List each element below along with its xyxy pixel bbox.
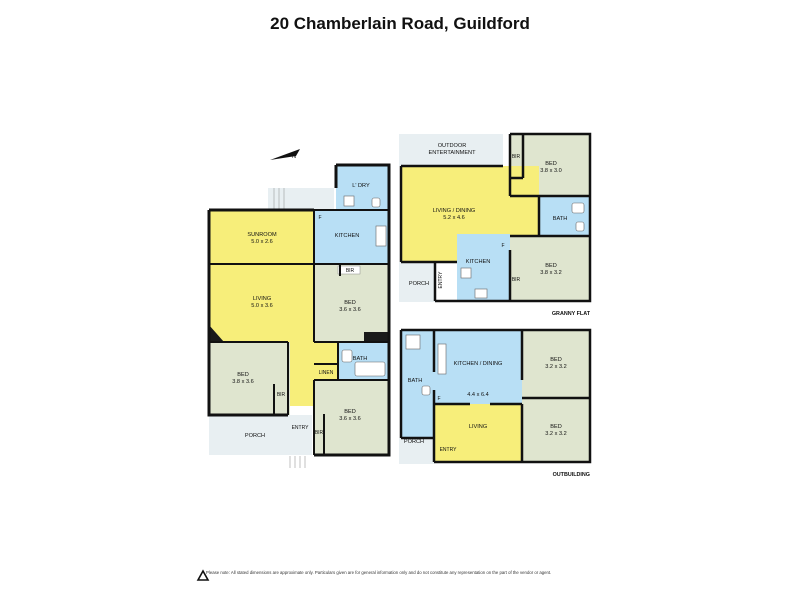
outdoor-label-line1: OUTDOOR (438, 143, 467, 149)
ob-fridge-label: F (437, 396, 440, 402)
rear-steps-icon (273, 188, 285, 210)
outdoor-entertainment (399, 134, 503, 166)
bed-bottom-label: BED (344, 409, 356, 415)
sunroom (209, 210, 314, 264)
bath-label: BATH (353, 356, 368, 362)
kitchen-sink-icon (474, 288, 488, 299)
granny-porch-label: PORCH (409, 281, 429, 287)
toilet-icon (371, 197, 381, 208)
bed-bottom-bir: BIR (512, 277, 521, 283)
interior-walls (209, 209, 389, 455)
granny-flat: OUTDOOR ENTERTAINMENT BED 3.8 x 3.0 BIR … (399, 132, 592, 317)
kitchen-dining-label: KITCHEN / DINING (454, 361, 503, 367)
laundry-tub-icon (343, 195, 355, 207)
shower-icon (405, 334, 421, 350)
rear-landing (268, 188, 334, 210)
bath-vanity-icon (571, 202, 585, 214)
kitchen-bench (375, 225, 387, 247)
living-label: LIVING (253, 296, 271, 302)
bed-left-bir: BIR (277, 392, 286, 398)
kitchen-dining-dims: 4.4 x 6.4 (467, 392, 488, 398)
outbuilding-walls (399, 328, 592, 464)
granny-bath-label: BATH (553, 216, 568, 222)
sunroom-dims: 5.0 x 2.6 (251, 239, 272, 245)
living-dining-dims: 5.2 x 4.6 (443, 215, 464, 221)
bed-top-bir: BIR (512, 154, 521, 160)
toilet-icon (421, 385, 431, 396)
outbuilding: KITCHEN / DINING 4.4 x 6.4 BED 3.2 x 3.2… (399, 328, 592, 478)
living-dining-label: LIVING / DINING (433, 208, 476, 214)
compass-label: N (292, 154, 296, 160)
ob-bath-label: BATH (408, 378, 423, 384)
ob-bed-top (522, 330, 590, 398)
stair-void (364, 332, 389, 342)
living-dims: 5.0 x 3.6 (251, 303, 272, 309)
fridge-label: F (318, 215, 321, 221)
bed-bottom-bir: BIR (315, 430, 324, 436)
granny-porch (399, 262, 435, 302)
bed-bottom-label: BED (545, 263, 557, 269)
bed-right-bir: BIR (346, 268, 355, 274)
bed-right-dims: 3.6 x 3.6 (339, 307, 360, 313)
laundry-label: L' DRY (352, 183, 370, 189)
kitchen-dining (434, 330, 522, 404)
granny-entry-label: ENTRY (438, 271, 444, 289)
entry-label: ENTRY (292, 425, 310, 431)
disclaimer-text: Please note: All stated dimensions are a… (206, 570, 552, 575)
sunroom-label: SUNROOM (247, 232, 277, 238)
ob-bed-bottom-dims: 3.2 x 3.2 (545, 431, 566, 437)
bed-bottom (510, 236, 590, 301)
living-room (209, 264, 314, 342)
granny-flat-section-label: GRANNY FLAT (552, 311, 591, 317)
ob-bed-bottom-label: BED (550, 424, 562, 430)
north-arrow-icon: N (270, 149, 300, 160)
main-house: L' DRY SUNROOM 5.0 x 2.6 KITCHEN F LIVIN… (207, 163, 391, 468)
ob-bed-bottom (522, 398, 590, 462)
kitchen-label: KITCHEN (335, 233, 360, 239)
kitchen-bench (437, 343, 447, 375)
exterior-walls (207, 163, 391, 457)
porch-label: PORCH (245, 433, 265, 439)
toilet-icon (575, 221, 585, 232)
ob-bed-top-dims: 3.2 x 3.2 (545, 364, 566, 370)
outbuilding-section-label: OUTBUILDING (553, 472, 590, 478)
bedroom-bottom (314, 380, 389, 455)
ob-living-label: LIVING (469, 424, 487, 430)
linen-label: LINEN (319, 370, 334, 376)
bathtub-icon (354, 361, 386, 377)
bed-left-dims: 3.8 x 3.6 (232, 379, 253, 385)
robe-hatch (337, 265, 361, 275)
granny-fridge-label: F (501, 243, 504, 249)
granny-kitchen-label: KITCHEN (466, 259, 491, 265)
bed-top-label: BED (545, 161, 557, 167)
bedroom-left (209, 342, 290, 415)
page-title: 20 Chamberlain Road, Guildford (270, 14, 530, 33)
cooktop-icon (460, 267, 472, 279)
bed-top-dims: 3.8 x 3.0 (540, 168, 561, 174)
ob-bed-top-label: BED (550, 357, 562, 363)
bedroom-right (314, 264, 389, 342)
bed-left-label: BED (237, 372, 249, 378)
ob-porch-label: PORCH (404, 439, 424, 445)
ob-entry-label: ENTRY (440, 447, 458, 453)
porch-area (209, 415, 312, 455)
linen-cupboard (314, 364, 338, 380)
stair-void (209, 325, 224, 342)
granny-walls (399, 132, 592, 303)
bath-vanity-icon (341, 349, 353, 363)
brand-logo-icon (196, 569, 210, 581)
outdoor-label-line2: ENTERTAINMENT (428, 150, 476, 156)
front-steps-icon (289, 456, 306, 468)
bed-right-label: BED (344, 300, 356, 306)
ob-living (434, 404, 522, 462)
bed-bottom-dims: 3.8 x 3.2 (540, 270, 561, 276)
bed-bottom-dims: 3.6 x 3.6 (339, 416, 360, 422)
ob-porch (399, 438, 434, 464)
